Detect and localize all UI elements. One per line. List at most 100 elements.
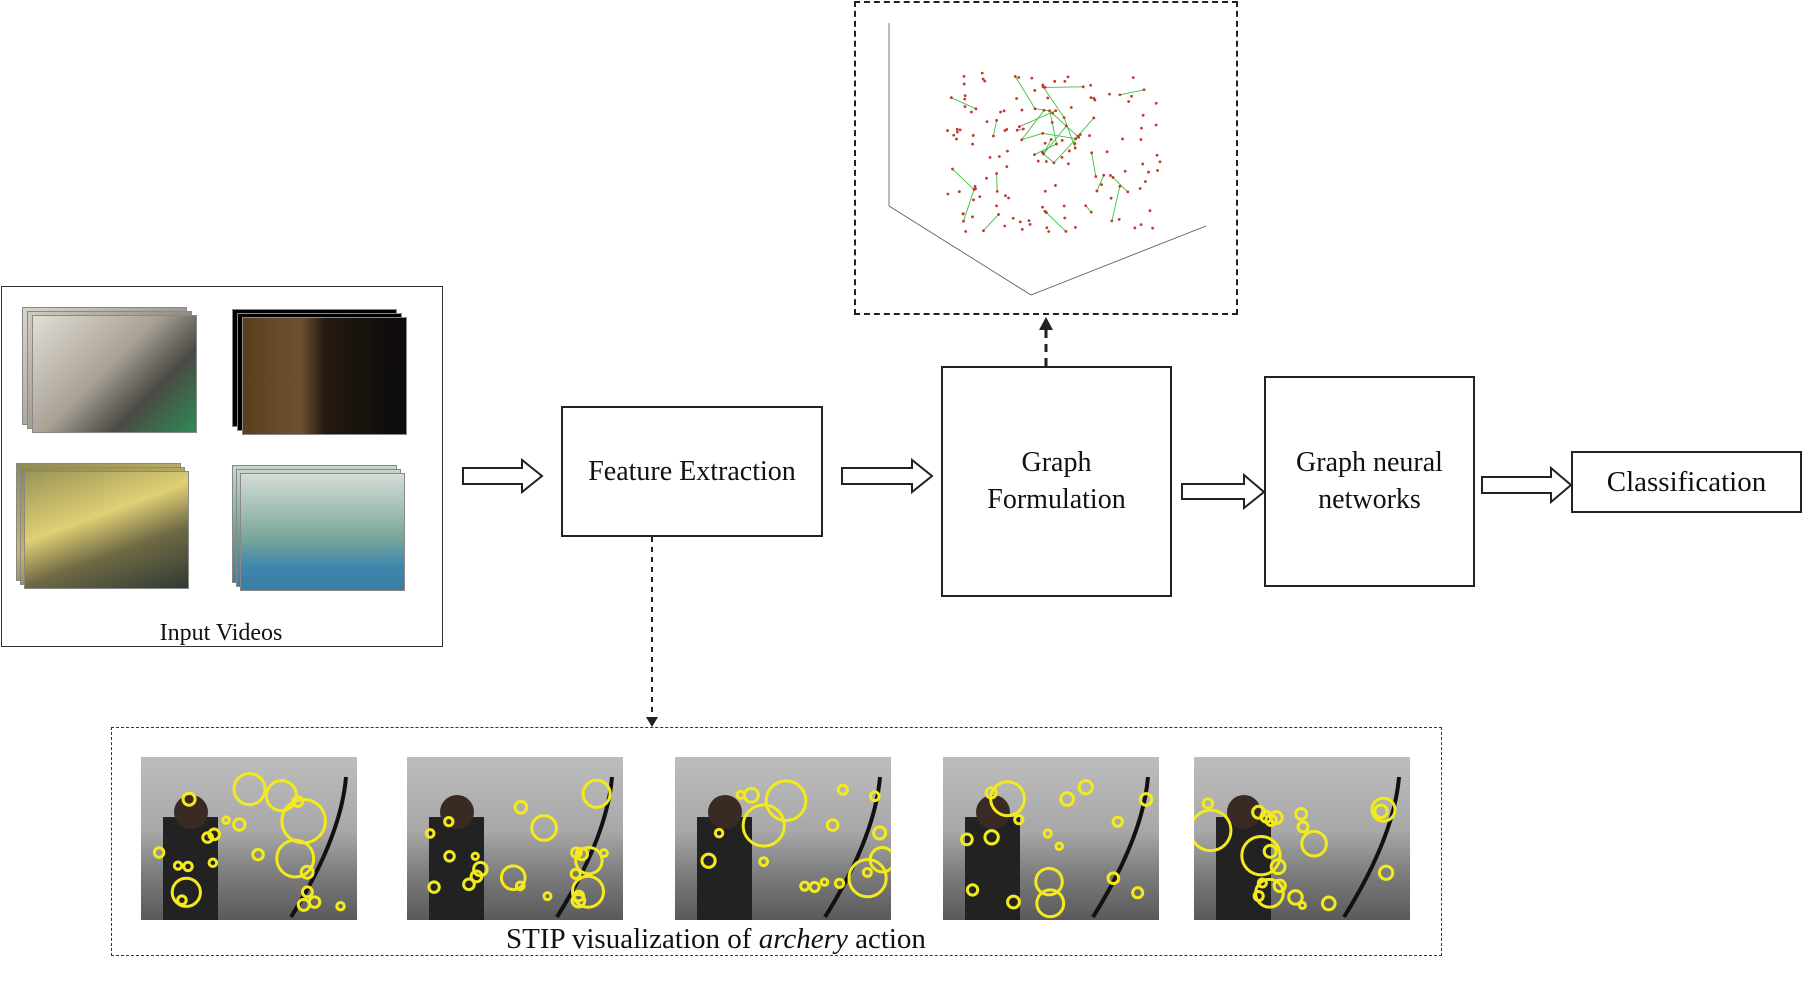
graph-node bbox=[1147, 170, 1150, 174]
stip-interest-point bbox=[847, 858, 888, 899]
graph-node bbox=[1060, 139, 1064, 142]
graph-edge bbox=[1049, 110, 1053, 123]
graph-node bbox=[1118, 184, 1122, 188]
graph-node bbox=[1007, 196, 1010, 200]
feature-extraction-label: Feature Extraction bbox=[588, 455, 796, 487]
stip-interest-point bbox=[570, 892, 587, 909]
graph-formulation-box: Graph Formulation bbox=[941, 366, 1172, 597]
graph-node bbox=[1050, 121, 1054, 124]
stip-interest-point bbox=[462, 877, 476, 892]
bow bbox=[1342, 776, 1401, 919]
graph-node bbox=[955, 127, 959, 131]
archer-head bbox=[708, 795, 742, 829]
stip-interest-point bbox=[1297, 900, 1307, 911]
graph-node bbox=[985, 176, 988, 180]
graph-node bbox=[1004, 194, 1007, 198]
stip-interest-point bbox=[1251, 804, 1267, 820]
stip-interest-point bbox=[700, 852, 717, 869]
stip-interest-point bbox=[1269, 858, 1287, 876]
stip-interest-point bbox=[201, 831, 214, 844]
graph-node bbox=[1052, 161, 1056, 165]
stip-interest-point bbox=[741, 803, 786, 848]
graph-node bbox=[1141, 113, 1145, 117]
graph-edge bbox=[983, 214, 999, 232]
graph-formulation-label-line2: Formulation bbox=[987, 483, 1126, 515]
stip-interest-point bbox=[280, 797, 327, 845]
stip-interest-point bbox=[819, 877, 830, 887]
stip-interest-point bbox=[1252, 890, 1265, 903]
graph-node bbox=[1015, 128, 1019, 132]
graph-edge bbox=[1119, 89, 1145, 96]
stip-interest-point bbox=[1373, 803, 1389, 820]
arrow-icon bbox=[1481, 465, 1573, 505]
graph-nodes bbox=[946, 71, 1162, 233]
input-videos-panel bbox=[1, 286, 443, 647]
graph-node bbox=[974, 187, 977, 191]
stip-interest-point bbox=[172, 860, 184, 871]
graph-node bbox=[1013, 75, 1017, 78]
stip-interest-point bbox=[221, 815, 231, 825]
graph-node bbox=[1015, 97, 1019, 100]
graph-node bbox=[1123, 169, 1127, 173]
stip-interest-point bbox=[299, 864, 315, 880]
graph-edge bbox=[1043, 153, 1055, 164]
stip-interest-point bbox=[443, 816, 455, 828]
bow bbox=[823, 776, 882, 919]
graph-node bbox=[995, 118, 999, 122]
bow bbox=[1091, 776, 1150, 919]
graph-node bbox=[963, 94, 967, 98]
graph-edge bbox=[951, 97, 977, 110]
graph-node bbox=[1067, 162, 1070, 166]
archer-silhouette bbox=[1216, 817, 1271, 920]
stip-interest-point bbox=[181, 791, 197, 807]
stip-interest-point bbox=[1131, 886, 1145, 900]
archer-silhouette bbox=[965, 817, 1020, 920]
graph-node bbox=[971, 215, 974, 219]
graph-node bbox=[1109, 196, 1113, 200]
stip-interest-point bbox=[965, 883, 980, 897]
graph-node bbox=[1051, 111, 1055, 115]
graph-node bbox=[1041, 85, 1045, 89]
stip-interest-point bbox=[1296, 820, 1310, 834]
graph-node bbox=[957, 190, 961, 194]
graph-edge bbox=[1043, 125, 1067, 155]
graph-node bbox=[1027, 219, 1031, 222]
stip-interest-point bbox=[581, 778, 612, 809]
graph-node bbox=[1020, 138, 1024, 142]
graph-node bbox=[962, 74, 966, 78]
stip-interest-point bbox=[1013, 814, 1025, 826]
stip-interest-point bbox=[530, 814, 558, 842]
stip-interest-point bbox=[574, 845, 604, 876]
graph-node bbox=[1093, 98, 1097, 102]
graph-node bbox=[1090, 151, 1094, 155]
graph-node bbox=[1154, 101, 1158, 105]
graph-edge bbox=[992, 120, 998, 137]
graph-node bbox=[1066, 75, 1070, 79]
stip-interest-point bbox=[1262, 843, 1278, 859]
stip-interest-point bbox=[513, 799, 529, 815]
graph-node bbox=[1076, 134, 1080, 138]
stip-interest-point bbox=[1035, 888, 1066, 919]
stip-interest-point bbox=[335, 900, 346, 912]
graph-node bbox=[1081, 85, 1085, 89]
graph-node bbox=[1074, 137, 1078, 141]
stip-frame-3 bbox=[675, 757, 891, 920]
stip-interest-point bbox=[1034, 866, 1064, 897]
graph-node bbox=[980, 71, 984, 75]
graph-node bbox=[1033, 107, 1037, 111]
stip-interest-point bbox=[1300, 829, 1328, 858]
graph-node bbox=[1030, 76, 1034, 80]
stip-interest-point bbox=[569, 867, 582, 880]
graph-node bbox=[1138, 187, 1142, 190]
stip-interest-point bbox=[300, 885, 314, 899]
graph-node bbox=[1020, 227, 1024, 231]
stip-interest-point bbox=[1077, 779, 1094, 796]
dashed-arrow-head bbox=[646, 717, 658, 727]
graph-edges bbox=[951, 76, 1145, 232]
stip-interest-point bbox=[1287, 889, 1304, 906]
stip-interest-point bbox=[251, 847, 265, 862]
graph-node bbox=[946, 192, 950, 196]
graph-edge bbox=[1043, 139, 1052, 155]
graph-node bbox=[995, 204, 998, 208]
graph-edge bbox=[1051, 122, 1057, 145]
